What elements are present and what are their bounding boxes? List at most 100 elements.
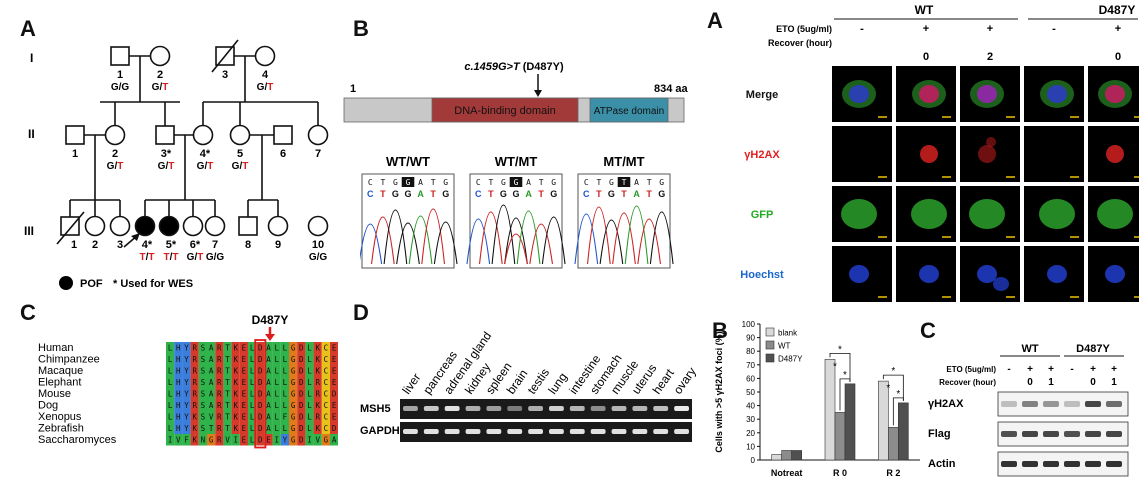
chromatogram-peak — [612, 212, 636, 265]
individual-number: 4* — [142, 239, 153, 251]
residue: A — [266, 344, 271, 353]
recover-value: 2 — [987, 51, 993, 63]
panel-letter-left-c: C — [20, 300, 36, 325]
residue: G — [291, 424, 296, 433]
tissue-label: testis — [525, 366, 553, 397]
genotype: G/T — [152, 82, 169, 93]
residue: S — [201, 424, 206, 433]
residue: E — [242, 390, 247, 399]
protein-start: 1 — [350, 83, 356, 95]
residue: R — [192, 378, 197, 387]
residue-cell — [248, 342, 257, 354]
gel-band — [444, 429, 460, 434]
residue: E — [242, 401, 247, 410]
residue-cell — [231, 365, 240, 377]
legend-label: D487Y — [778, 355, 803, 364]
gel-band — [403, 406, 418, 411]
group-label: WT — [1021, 343, 1038, 355]
base-call: T — [488, 178, 493, 187]
residue: R — [217, 344, 222, 353]
residue-cell — [166, 399, 175, 411]
residue: D — [299, 401, 304, 410]
chromatogram-peak — [396, 222, 420, 265]
species-name: Macaque — [38, 365, 83, 377]
pedigree-female-affected — [134, 215, 156, 237]
residue: D — [258, 367, 263, 376]
residue-cell — [264, 376, 273, 388]
blot-band — [1043, 431, 1059, 437]
genotype: G/T — [158, 161, 175, 172]
residue: H — [176, 424, 181, 433]
micrograph — [832, 126, 892, 182]
residue-cell — [174, 411, 183, 423]
residue-cell — [248, 353, 257, 365]
residue-cell — [198, 399, 207, 411]
residue: Y — [184, 355, 189, 364]
legend-swatch — [765, 327, 775, 337]
residue: Y — [283, 436, 288, 445]
y-tick-label: 100 — [742, 320, 756, 329]
residue-cell — [174, 422, 183, 434]
base-call-colored: T — [488, 189, 494, 199]
residue: L — [307, 390, 312, 399]
residue-cell — [198, 388, 207, 400]
residue: S — [201, 344, 206, 353]
residue: A — [209, 378, 214, 387]
residue: L — [274, 344, 279, 353]
residue-cell — [313, 376, 322, 388]
gel-band — [653, 406, 669, 411]
gene-label: MSH5 — [360, 403, 391, 415]
residue: F — [283, 413, 288, 422]
gel-band — [403, 429, 418, 434]
residue: K — [233, 401, 238, 410]
residue-cell — [198, 422, 207, 434]
base-call: G — [501, 178, 506, 187]
base-call-colored: G — [500, 189, 507, 199]
base-call-colored: G — [392, 189, 399, 199]
bar — [878, 380, 889, 461]
recover-value: 0 — [923, 51, 929, 63]
residue-cell — [321, 365, 330, 377]
residue-cell — [264, 422, 273, 434]
residue-cell — [174, 376, 183, 388]
pedigree-chart: I II III — [24, 39, 329, 290]
residue-cell — [297, 342, 306, 354]
pedigree-female — [267, 215, 289, 237]
residue: L — [168, 378, 173, 387]
residue: R — [192, 344, 197, 353]
pedigree-female — [204, 215, 226, 237]
residue: L — [307, 424, 312, 433]
residue: G — [291, 401, 296, 410]
residue: L — [168, 367, 173, 376]
gel-band — [528, 429, 543, 434]
residue-cell — [215, 353, 224, 365]
residue: L — [250, 413, 255, 422]
generation-label: III — [24, 224, 34, 238]
base-call-colored: T — [596, 189, 602, 199]
chromatogram-peak — [504, 233, 528, 265]
residue: Y — [184, 413, 189, 422]
species-name: Xenopus — [38, 411, 82, 423]
blot-band — [1043, 461, 1059, 467]
residue: R — [217, 413, 222, 422]
residue-cell — [239, 411, 248, 423]
species-name: Elephant — [38, 377, 81, 389]
species-name: Saccharomyces — [38, 434, 117, 446]
residue-cell — [305, 376, 314, 388]
group-label: WT — [915, 3, 934, 17]
individual-number: 1 — [117, 69, 123, 81]
pedigree-male — [110, 46, 130, 66]
residue: D — [299, 436, 304, 445]
residue: G — [291, 378, 296, 387]
residue-cell — [182, 342, 191, 354]
residue: I — [307, 436, 312, 445]
residue: G — [324, 436, 329, 445]
residue-cell — [305, 434, 314, 446]
residue: D — [299, 355, 304, 364]
residue-cell — [182, 434, 191, 446]
residue-cell — [264, 399, 273, 411]
residue: D — [258, 355, 263, 364]
gel-band — [590, 406, 606, 411]
legend-label: blank — [778, 329, 798, 338]
residue-cell — [330, 353, 338, 365]
